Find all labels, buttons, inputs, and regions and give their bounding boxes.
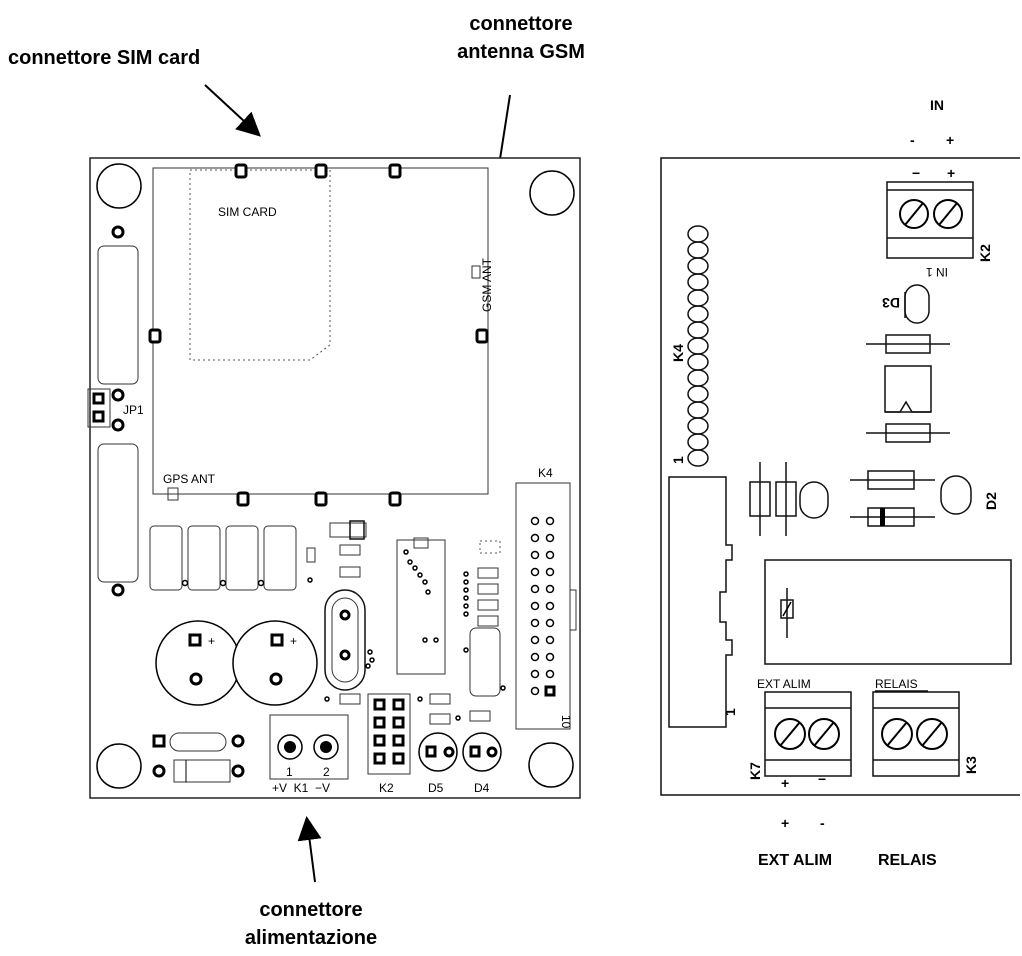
callout-power-line2: alimentazione: [245, 927, 377, 949]
label-k4-left: K4: [538, 466, 553, 480]
label-d2: D2: [983, 492, 999, 510]
arrow-sim-card: [204, 84, 261, 137]
cap1-plus: +: [208, 634, 215, 648]
callout-power-line1: connettore: [259, 899, 362, 921]
label-below-relais: RELAIS: [878, 852, 937, 869]
right-board: IN - + − + K2 IN 1 D3: [660, 97, 1020, 869]
label-in-plus: +: [946, 132, 954, 148]
label-k2-right: K2: [977, 244, 993, 262]
k7-terminal-block: [764, 691, 852, 777]
label-pin1-right: 1: [722, 708, 738, 716]
callout-antenna-line2: antenna GSM: [457, 41, 585, 63]
k3-terminal-block: [872, 691, 960, 777]
label-sim-card: SIM CARD: [218, 205, 277, 219]
label-d4: D4: [474, 781, 490, 795]
label-in-minus: -: [910, 132, 915, 148]
label-below-plus: +: [781, 815, 789, 831]
mounting-hole: [96, 163, 142, 209]
label-d3: D3: [882, 295, 900, 311]
label-in-mirror: IN 1: [926, 265, 948, 279]
label-k1: +V K1 −V: [272, 781, 330, 795]
sim-card-outline: [189, 169, 331, 361]
label-relais: RELAIS: [875, 677, 918, 691]
arrow-power: [297, 816, 322, 883]
label-k4-right-pin1: 1: [670, 456, 686, 464]
label-below-ext-alim: EXT ALIM: [758, 852, 832, 869]
k4-right-pins: [687, 225, 709, 467]
mounting-hole: [529, 170, 575, 216]
label-k2-plus: +: [947, 165, 955, 181]
large-connector: [668, 476, 733, 728]
label-k7: K7: [747, 762, 763, 780]
mounting-hole: [528, 742, 574, 788]
k2-header: [367, 693, 411, 775]
label-k3: K3: [963, 756, 979, 774]
label-jp1: JP1: [123, 403, 144, 417]
k1-connector: [269, 714, 349, 780]
label-k4-pin10: 10: [559, 715, 573, 729]
cap2-plus: +: [290, 634, 297, 648]
k2-terminal-block: [886, 181, 974, 259]
label-gps-ant: GPS ANT: [163, 472, 216, 486]
label-in: IN: [930, 97, 944, 113]
label-k2-left: K2: [379, 781, 394, 795]
label-d5: D5: [428, 781, 444, 795]
k4-header-pins: [530, 516, 556, 697]
callout-antenna-line1: connettore: [469, 13, 572, 35]
label-k2-minus: −: [912, 165, 920, 181]
led-d5: [418, 732, 458, 772]
mounting-hole: [96, 743, 142, 789]
label-k7-plus: +: [781, 775, 789, 791]
label-gsm-ant: GSM ANT: [480, 257, 494, 312]
label-ext-alim: EXT ALIM: [757, 677, 811, 691]
label-k7-minus: −: [818, 771, 826, 787]
label-k1-pin2: 2: [323, 765, 330, 779]
callout-sim-card: connettore SIM card: [8, 47, 200, 69]
capacitor-2: [232, 620, 318, 706]
left-board: SIM CARD GSM ANT GPS ANT JP1: [87, 157, 581, 799]
right-board-outline: [660, 157, 1020, 796]
label-below-minus: -: [820, 815, 825, 831]
led-d4: [462, 732, 502, 772]
label-k1-pin1: 1: [286, 765, 293, 779]
label-k4-right: K4: [670, 344, 686, 362]
